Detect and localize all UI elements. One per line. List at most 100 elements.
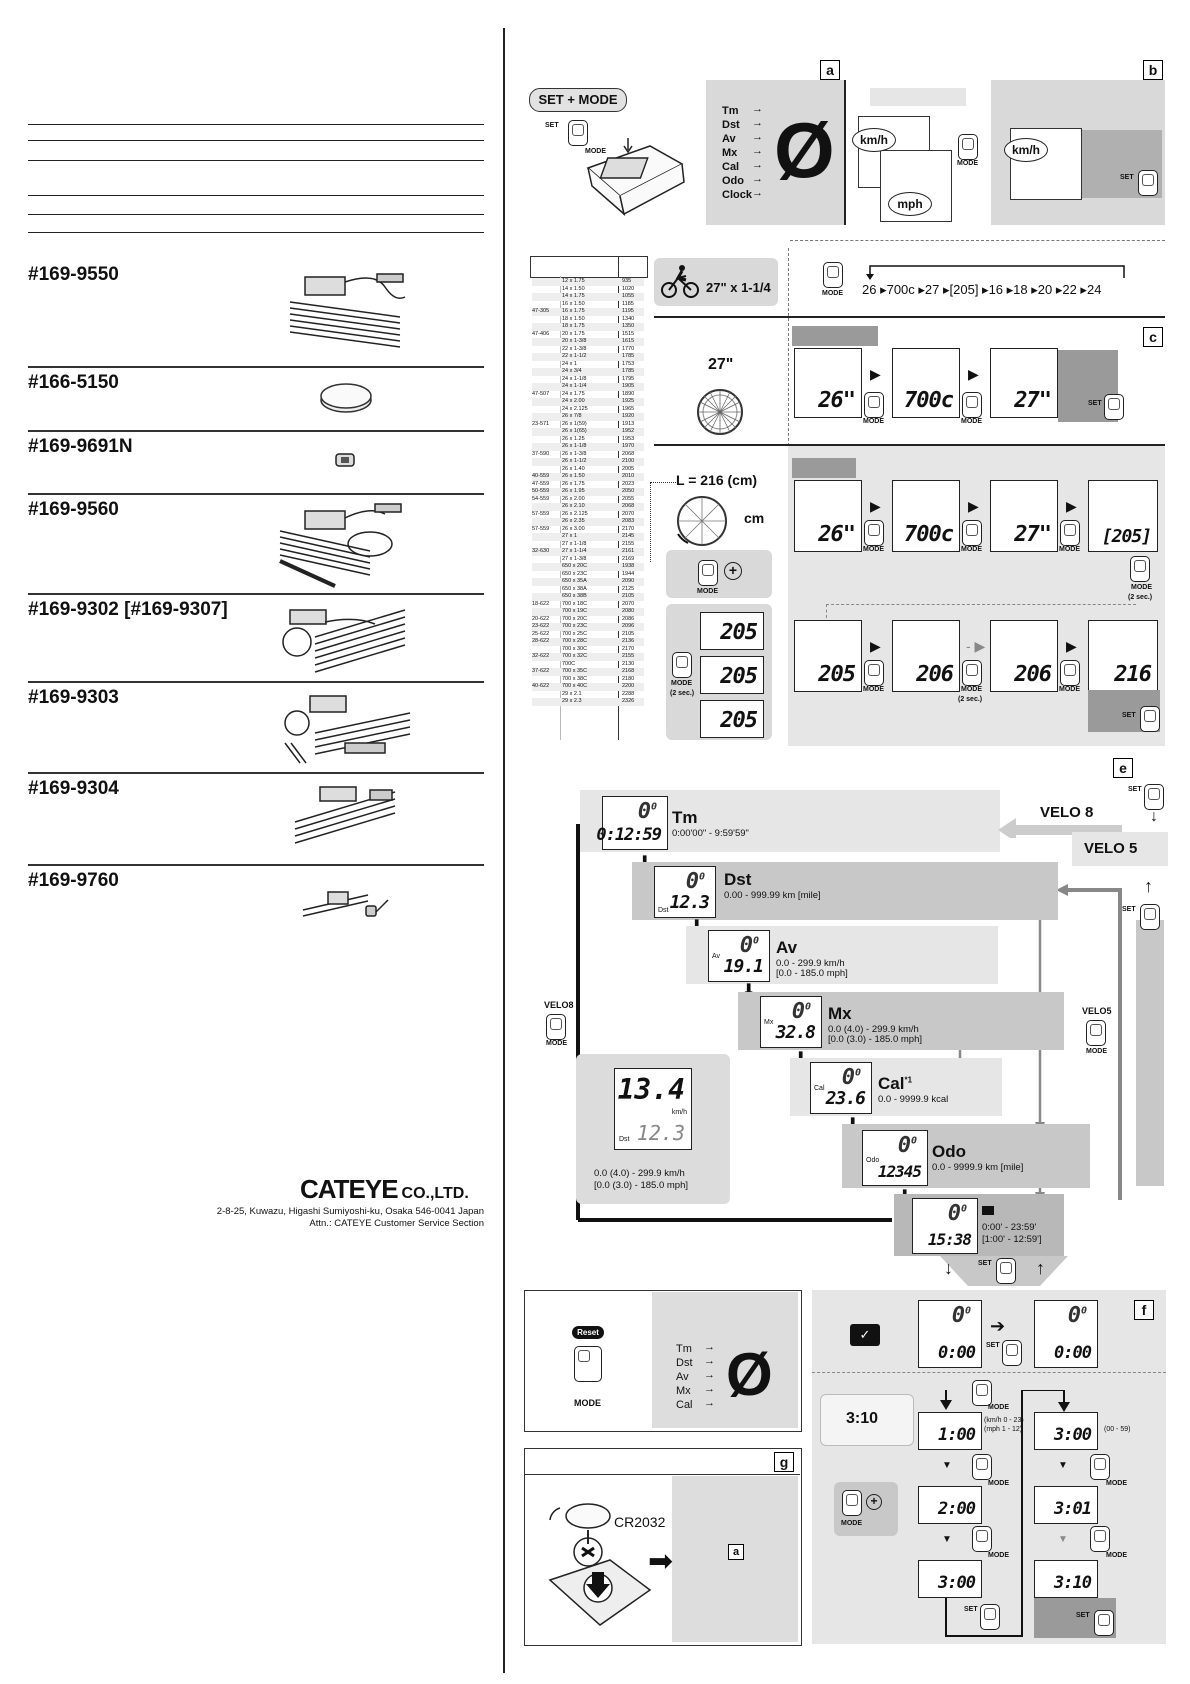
part-separator-7 — [28, 864, 484, 866]
tire-table-cell — [532, 608, 562, 616]
part-separator-5 — [28, 681, 484, 683]
velo8-mode-button[interactable] — [546, 1014, 566, 1040]
lcd-d5: 205 — [794, 620, 862, 692]
size-mode-button[interactable] — [672, 652, 692, 678]
d-set-button[interactable] — [1140, 706, 1160, 732]
tire-table-cell: 2180 — [622, 675, 635, 682]
tire-table-cell: 2168 — [622, 668, 635, 674]
tire-table-cell — [532, 293, 562, 301]
panel-b-kmh-bubble: km/h — [1004, 138, 1048, 162]
divider-c-top — [654, 316, 1165, 318]
tire-table-cell: 2200 — [622, 683, 635, 689]
tire-table-cell: 26 x 1(59) — [562, 420, 587, 427]
clock-set-button[interactable] — [996, 1258, 1016, 1284]
d-mode-label-6: MODE — [961, 686, 982, 693]
clk-mode-btn-4[interactable] — [1090, 1454, 1110, 1480]
reset-symbol: Ø — [774, 106, 835, 194]
clock-plus-mode-label: MODE — [841, 1520, 862, 1527]
tire-table-cell — [532, 436, 562, 444]
speed-range-1: 0.0 (4.0) - 299.9 km/h — [594, 1168, 685, 1179]
tire-table-cell: 1770 — [622, 345, 635, 352]
panel-c-bg — [792, 326, 878, 346]
tire-table-cell: 24 x 1-1/4 — [562, 383, 587, 389]
battery-box-a: a — [728, 1544, 744, 1560]
tire-table-cell: 40-559 — [532, 473, 550, 479]
d-mode-button-3[interactable] — [1060, 520, 1080, 546]
clock-plus-mode-button[interactable] — [842, 1490, 862, 1516]
unit-mode-button-icon[interactable] — [958, 134, 978, 160]
lcd-d7: 206 — [990, 620, 1058, 692]
tire-table-cell: 650 x 35A — [562, 578, 587, 584]
c-set-button[interactable] — [1104, 394, 1124, 420]
clk-tri-2: ▼ — [942, 1534, 952, 1545]
c-mode-button-1[interactable] — [864, 392, 884, 418]
clk-mode-btn-5[interactable] — [1090, 1526, 1110, 1552]
clk-set-btn-h[interactable] — [980, 1604, 1000, 1630]
d-mode-button-6[interactable] — [962, 660, 982, 686]
clk-set-btn-m[interactable] — [1094, 1610, 1114, 1636]
plus-mode-button[interactable] — [698, 560, 718, 586]
tire-table-cell: 29 x 2.1 — [562, 690, 582, 697]
tire-table-cell: 1905 — [622, 383, 635, 389]
clk-set-button-1[interactable] — [1002, 1340, 1022, 1366]
unit-title-bar — [870, 88, 966, 106]
watch-button-icon[interactable] — [568, 120, 588, 146]
d-mode-button-1[interactable] — [864, 520, 884, 546]
tire-table-cell: 26 x 2.35 — [562, 518, 585, 524]
d-mode-button-5[interactable] — [864, 660, 884, 686]
tire-table-cell — [532, 346, 562, 354]
e-set-button[interactable] — [1144, 784, 1164, 810]
tire-table-cell: 1970 — [622, 443, 635, 449]
company-address: 2-8-25, Kuwazu, Higashi Sumiyoshi-ku, Os… — [216, 1206, 484, 1217]
velo5-mode-button[interactable] — [1086, 1020, 1106, 1046]
tire-table-cell: 2155 — [622, 540, 635, 547]
d-mode-button-4[interactable] — [1130, 556, 1150, 582]
tire-table-cell: 20 x 1.75 — [562, 330, 585, 337]
time-example-box — [820, 1394, 914, 1446]
d-mode-label-5: MODE — [863, 686, 884, 693]
tire-table-cell: 935 — [622, 278, 632, 284]
c-set-label: SET — [1088, 400, 1102, 407]
magnet-image — [335, 453, 355, 467]
c-mode-button-2[interactable] — [962, 392, 982, 418]
tire-mode-button-icon[interactable] — [823, 262, 843, 288]
right-set-button[interactable] — [1140, 904, 1160, 930]
tire-table-cell: 47-559 — [532, 480, 550, 487]
panel-b-set-button-icon[interactable] — [1138, 170, 1158, 196]
tire-table-cell: 1952 — [622, 428, 635, 434]
reset-items-list-2: Tm Dst Av Mx Cal — [676, 1343, 693, 1411]
tire-table-cell: 700 x 18C — [562, 600, 588, 607]
dst-label: Dst — [724, 870, 752, 889]
tire-table-cell: 26 x 2.00 — [562, 495, 585, 502]
tire-table-cell: 700 x 28C — [562, 638, 588, 644]
tire-table-cell — [532, 406, 562, 414]
arrow-d7: ▶ — [1066, 638, 1077, 654]
tire-table-cell: 40-622 — [532, 683, 550, 689]
clk-mode-btn-3[interactable] — [972, 1526, 992, 1552]
dashed-divider-h — [790, 240, 1165, 241]
clk-mode-btn-1[interactable] — [972, 1380, 992, 1406]
d-mode-button-2[interactable] — [962, 520, 982, 546]
lcd-clk-100: 1:00 — [918, 1412, 982, 1450]
size-two-sec: (2 sec.) — [670, 690, 695, 697]
clock-small-icon — [982, 1206, 994, 1215]
d-mode-button-7[interactable] — [1060, 660, 1080, 686]
odo-range: 0.0 - 9999.9 km [mile] — [932, 1162, 1024, 1173]
tire-table-cell — [532, 398, 562, 406]
clk-mode-btn-2[interactable] — [972, 1454, 992, 1480]
reset-button-icon[interactable] — [574, 1346, 602, 1382]
cm-label: cm — [744, 510, 765, 526]
tire-table-cell — [532, 593, 562, 601]
